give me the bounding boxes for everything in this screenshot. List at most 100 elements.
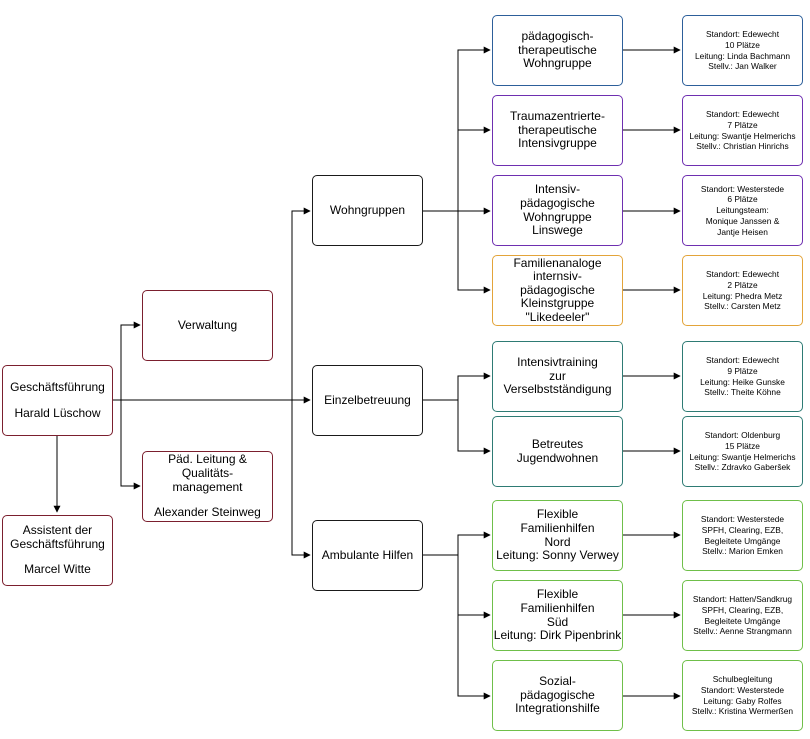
info-7-line: Stellv.: Marion Emken [702,546,783,557]
info-4-line: Stellv.: Carsten Metz [704,301,781,312]
unit-box-1: pädagogisch- therapeutische Wohngruppe [492,15,623,86]
connector-wohn-unit-4 [457,211,491,294]
info-9-line: Standort: Westerstede [700,684,785,695]
unit-5-line: Verselbstständigung [503,382,612,397]
category-einzelbetreuung-label: Einzelbetreuung [324,392,411,407]
info-5-line: 9 Plätze [727,365,758,376]
info-3-line: Monique Janssen & [705,215,780,226]
info-box-8: Standort: Hatten/Sandkrug SPFH, Clearing… [682,580,803,651]
unit-box-4: Familienanaloge internsiv- pädagogische … [492,255,623,326]
unit-4-line: Familienanaloge [513,255,602,270]
paed-title-3: management [172,479,243,494]
category-wohngruppen: Wohngruppen [312,175,423,246]
unit-7-line: Nord [544,534,571,549]
verwaltung-box: Verwaltung [142,290,273,361]
unit-1-line: therapeutische [518,42,597,57]
unit-box-7: Flexible Familienhilfen Nord Leitung: So… [492,500,623,571]
unit-9-line: Sozial- [539,674,576,689]
unit-5-line: Intensivtraining [517,355,598,370]
connector-gf-verwaltung [120,321,141,400]
info-box-2: Standort: Edewecht 7 Plätze Leitung: Swa… [682,95,803,166]
info-1-line: Stellv.: Jan Walker [708,61,777,72]
unit-7-line: Leitung: Sonny Verwey [496,548,619,563]
info-7-line: SPFH, Clearing, EZB, [701,524,784,535]
connector-amb-unit-8 [457,555,491,619]
info-9-line: Leitung: Gaby Rolfes [703,695,782,706]
unit-3-line: Intensiv- [534,182,581,197]
info-2-line: Stellv.: Christian Hinrichs [696,141,789,152]
unit-box-6: Betreutes Jugendwohnen [492,416,623,487]
info-5-line: Standort: Edewecht [705,354,780,365]
info-6-line: 15 Plätze [725,440,760,451]
connector-einzel-unit-5 [457,372,491,400]
assistent-box: Assistent der Geschäftsführung Marcel Wi… [2,515,113,586]
unit-4-line: internsiv- [533,269,582,284]
category-wohngruppen-label: Wohngruppen [329,202,406,217]
info-6-line: Standort: Oldenburg [704,429,781,440]
paed-name: Alexander Steinweg [154,505,261,520]
info-8-line: Standort: Hatten/Sandkrug [692,593,793,604]
unit-box-3: Intensiv- pädagogische Wohngruppe Linswe… [492,175,623,246]
info-2-line: Leitung: Swantje Helmerichs [689,130,796,141]
info-box-5: Standort: Edewecht 9 Plätze Leitung: Hei… [682,341,803,412]
info-7-line: Standort: Westerstede [700,513,785,524]
unit-2-line: therapeutische [518,122,597,137]
info-5-line: Leitung: Heike Gunske [700,376,785,387]
gf-name: Harald Lüschow [14,405,101,420]
unit-box-5: Intensivtraining zur Verselbstständigung [492,341,623,412]
info-8-line: Begleitete Umgänge [704,615,781,626]
paed-leitung-box: Päd. Leitung & Qualitäts- management Ale… [142,451,273,522]
unit-1-line: Wohngruppe [523,56,592,71]
unit-2-line: Traumazentrierte- [510,109,605,124]
unit-box-9: Sozial- pädagogische Integrationshilfe [492,660,623,731]
unit-9-line: Integrationshilfe [515,701,600,716]
paed-title-1: Päd. Leitung & [168,452,247,467]
unit-3-line: Wohngruppe [523,209,592,224]
connector-wohn-unit-1 [457,46,491,211]
unit-8-line: Süd [546,614,569,629]
gf-box: Geschäftsführung Harald Lüschow [2,365,113,436]
unit-4-line: pädagogische [520,282,595,297]
info-2-line: 7 Plätze [727,119,758,130]
info-1-line: Standort: Edewecht [705,28,780,39]
info-3-line: 6 Plätze [727,194,758,205]
info-4-line: 2 Plätze [727,279,758,290]
info-6-line: Leitung: Swantje Helmerichs [689,451,796,462]
assistent-title-1: Assistent der [22,523,93,538]
info-3-line: Leitungsteam: [716,205,769,216]
connector-einzel-unit-6 [457,400,491,455]
unit-3-line: Linswege [532,223,583,238]
gf-title: Geschäftsführung [10,379,105,394]
category-ambulante-hilfen: Ambulante Hilfen [312,520,423,591]
connector-amb-unit-7 [457,531,491,555]
assistent-name: Marcel Witte [24,562,91,577]
unit-box-2: Traumazentrierte- therapeutische Intensi… [492,95,623,166]
unit-2-line: Intensivgruppe [518,136,597,151]
unit-6-line: Betreutes [531,436,584,451]
info-9-line: Stellv.: Kristina Wermerßen [691,706,794,717]
unit-4-line: "Likedeeler" [525,309,590,324]
info-7-line: Begleitete Umgänge [704,535,781,546]
info-1-line: Leitung: Linda Bachmann [695,50,790,61]
info-5-line: Stellv.: Theite Köhne [704,387,781,398]
info-box-1: Standort: Edewecht 10 Plätze Leitung: Li… [682,15,803,86]
category-ambulante-hilfen-label: Ambulante Hilfen [321,547,414,562]
unit-6-line: Jugendwohnen [516,450,599,465]
info-9-line: Schulbegleitung [712,673,773,684]
unit-9-line: pädagogische [520,687,595,702]
info-3-line: Jantje Heisen [717,226,768,237]
unit-3-line: pädagogische [520,195,595,210]
info-4-line: Standort: Edewecht [705,268,780,279]
connector-amb-unit-9 [457,555,491,700]
info-1-line: 10 Plätze [725,39,760,50]
unit-7-line: Familienhilfen [520,520,595,535]
connector-gf-wohngruppen [291,207,311,400]
unit-8-line: Leitung: Dirk Pipenbrink [493,628,622,643]
info-6-line: Stellv.: Zdravko Gaberšek [694,462,791,473]
unit-5-line: zur [549,368,566,383]
paed-title-2: Qualitäts- [181,465,234,480]
info-2-line: Standort: Edewecht [705,108,780,119]
category-einzelbetreuung: Einzelbetreuung [312,365,423,436]
